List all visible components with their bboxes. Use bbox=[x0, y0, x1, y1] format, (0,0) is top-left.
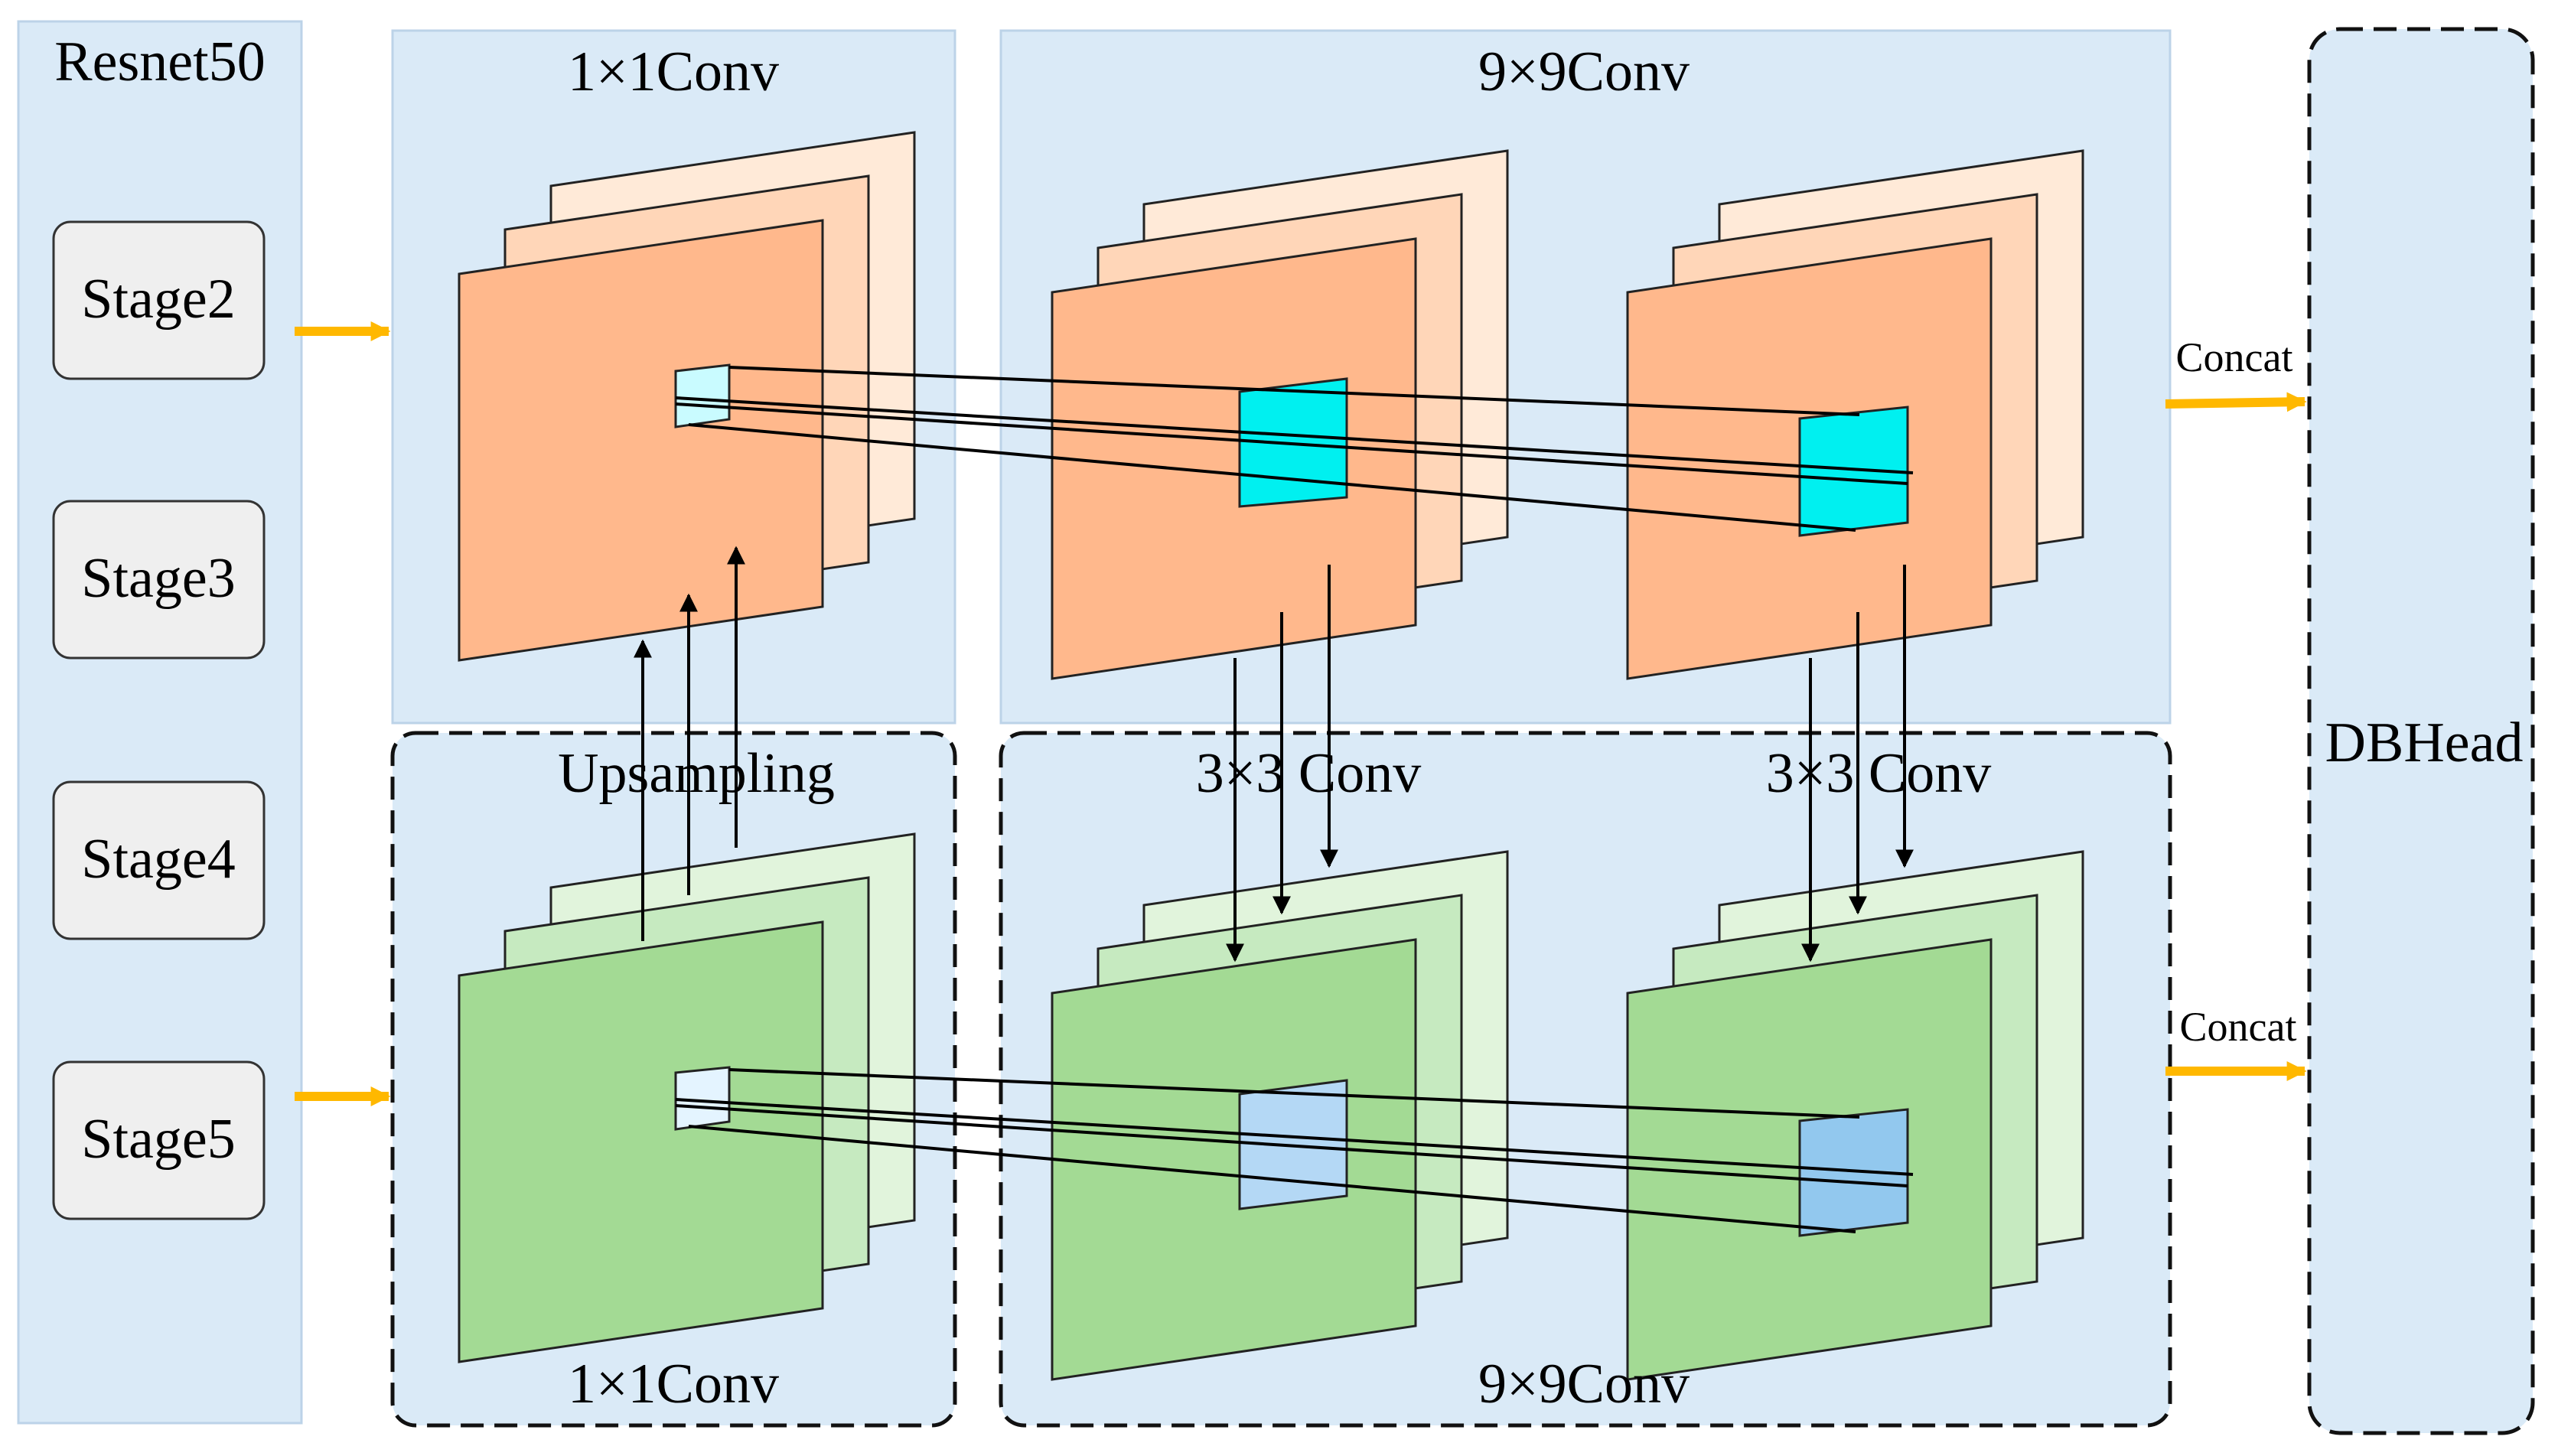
stage5-label: Stage5 bbox=[81, 1108, 235, 1171]
stage2-label: Stage2 bbox=[81, 268, 235, 331]
link-bottom-2 bbox=[675, 1098, 1914, 1176]
stack-top-1x1-sheet-front bbox=[458, 219, 824, 662]
stack-bottom-1x1 bbox=[458, 832, 916, 1363]
conv3x3-left-label: 3×3 Conv bbox=[1196, 742, 1422, 805]
link-top-4 bbox=[688, 423, 1856, 532]
stack-top-9x9-a-sheet-front bbox=[1051, 237, 1417, 680]
top-left-label: 1×1Conv bbox=[568, 41, 779, 103]
stack-bottom-1x1-sheet-front bbox=[458, 920, 824, 1363]
link-bottom-1 bbox=[728, 1068, 1860, 1119]
bottom-left-label: 1×1Conv bbox=[568, 1353, 779, 1415]
patch-bottom-right bbox=[1798, 1108, 1909, 1237]
link-bottom-4 bbox=[688, 1125, 1856, 1233]
link-bottom-3 bbox=[675, 1104, 1908, 1187]
feature-links bbox=[675, 366, 1914, 1233]
bottom-right-label: 9×9Conv bbox=[1478, 1353, 1690, 1415]
conv3x3-right-label: 3×3 Conv bbox=[1766, 742, 1992, 805]
link-top-2 bbox=[675, 396, 1914, 474]
stage3-box: Stage3 bbox=[52, 500, 266, 660]
stage2-box: Stage2 bbox=[52, 220, 266, 380]
link-top-1 bbox=[728, 366, 1860, 416]
stack-bottom-9x9-a-sheet-front bbox=[1051, 938, 1417, 1381]
stage3-label: Stage3 bbox=[81, 547, 235, 610]
stack-top-9x9-a bbox=[1051, 149, 1509, 680]
stage4-label: Stage4 bbox=[81, 828, 235, 891]
backbone-title: Resnet50 bbox=[54, 31, 265, 93]
dbhead-label: DBHead bbox=[2325, 712, 2524, 774]
concat-bottom-label: Concat bbox=[2180, 1004, 2297, 1050]
concat-top-arrow bbox=[2165, 392, 2307, 412]
patch-top-right bbox=[1798, 406, 1909, 537]
link-top-3 bbox=[675, 402, 1908, 485]
feature-map-stacks bbox=[458, 131, 2084, 1381]
top-right-label: 9×9Conv bbox=[1478, 41, 1690, 103]
patch-top-small bbox=[674, 363, 731, 428]
concat-top-label: Concat bbox=[2176, 334, 2293, 380]
upsampling-label: Upsampling bbox=[558, 742, 835, 805]
stage4-box: Stage4 bbox=[52, 780, 266, 940]
dbhead-panel bbox=[2307, 27, 2535, 1435]
patch-bottom-small bbox=[674, 1066, 731, 1131]
stage5-box: Stage5 bbox=[52, 1060, 266, 1220]
